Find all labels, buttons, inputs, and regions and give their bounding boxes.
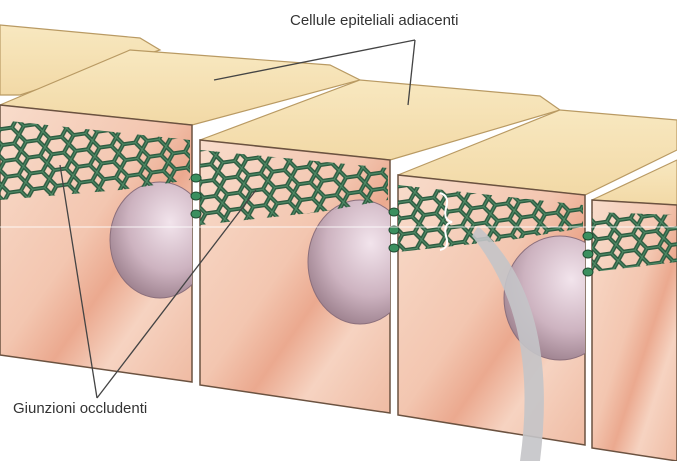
- cell-face-4: [592, 200, 677, 461]
- cell-face-3: [398, 175, 616, 445]
- cell-face-1: [0, 105, 210, 382]
- cell-face-2: [200, 140, 412, 413]
- junction-mesh-4: [592, 212, 677, 272]
- nucleus-2: [308, 200, 412, 324]
- label-tight-junctions: Giunzioni occludenti: [13, 401, 147, 416]
- label-adjacent-cells: Cellule epiteliali adiacenti: [290, 13, 458, 28]
